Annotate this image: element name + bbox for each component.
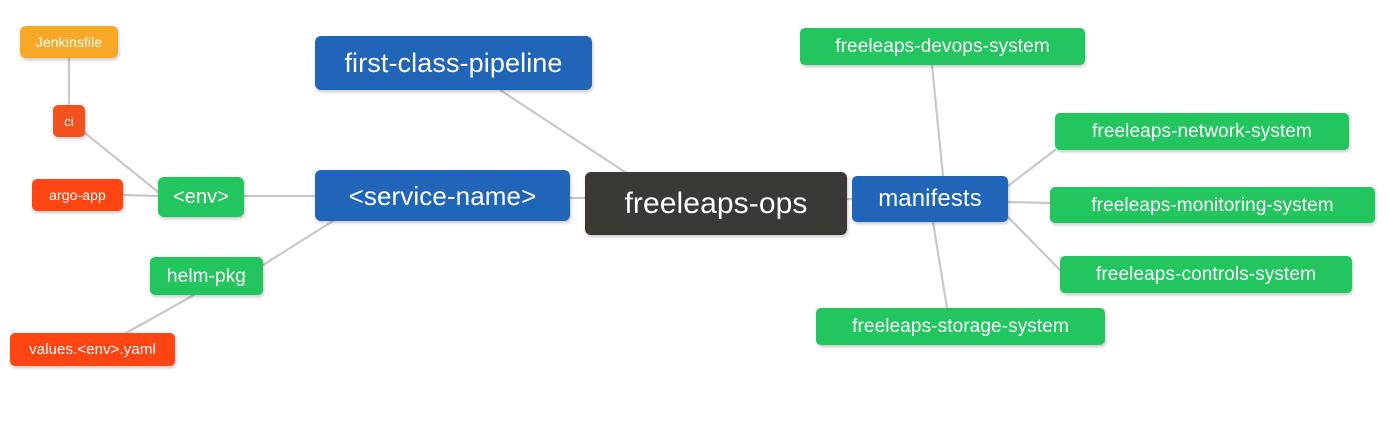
edge-monitoring-manifests xyxy=(1006,200,1052,205)
node-freeleaps-controls-system[interactable]: freeleaps-controls-system xyxy=(1060,256,1352,293)
node-freeleaps-controls-system-label: freeleaps-controls-system xyxy=(1095,264,1317,285)
edge-devops-manifests xyxy=(930,63,945,178)
edge-firstclasspipeline-freeleapsops xyxy=(498,88,627,174)
node-freeleaps-network-system-label: freeleaps-network-system xyxy=(1092,121,1312,142)
edge-valuesyaml-helmpkg xyxy=(124,293,196,335)
node-freeleaps-monitoring-system[interactable]: freeleaps-monitoring-system xyxy=(1050,187,1375,223)
edge-storage-manifests xyxy=(931,220,949,310)
node-first-class-pipeline-label: first-class-pipeline xyxy=(344,47,563,78)
node-helm-pkg-label: helm-pkg xyxy=(167,265,246,287)
node-service-name[interactable]: <service-name> xyxy=(315,170,570,221)
node-manifests-label: manifests xyxy=(878,185,982,212)
node-freeleaps-storage-system-label: freeleaps-storage-system xyxy=(852,316,1069,337)
node-first-class-pipeline[interactable]: first-class-pipeline xyxy=(315,36,592,90)
node-manifests[interactable]: manifests xyxy=(852,176,1008,222)
edge-network-manifests xyxy=(1006,148,1057,188)
node-values-yaml[interactable]: values.<env>.yaml xyxy=(10,333,175,366)
edge-argoapp-env xyxy=(121,193,160,198)
node-ci[interactable]: ci xyxy=(53,105,85,137)
node-env[interactable]: <env> xyxy=(158,177,244,217)
node-env-label: <env> xyxy=(172,186,230,208)
edge-helmpkg-servicename xyxy=(261,219,335,267)
node-freeleaps-monitoring-system-label: freeleaps-monitoring-system xyxy=(1091,194,1334,216)
node-service-name-label: <service-name> xyxy=(348,180,537,211)
node-jenkinsfile[interactable]: Jenkinsfile xyxy=(20,26,118,58)
node-values-yaml-label: values.<env>.yaml xyxy=(29,341,156,358)
node-freeleaps-ops-label: freeleaps-ops xyxy=(624,186,808,220)
node-freeleaps-storage-system[interactable]: freeleaps-storage-system xyxy=(816,308,1105,345)
node-freeleaps-network-system[interactable]: freeleaps-network-system xyxy=(1055,113,1349,150)
node-ci-label: ci xyxy=(64,113,74,129)
edge-controls-manifests xyxy=(1006,215,1062,272)
node-freeleaps-devops-system[interactable]: freeleaps-devops-system xyxy=(800,28,1085,65)
node-freeleaps-devops-system-label: freeleaps-devops-system xyxy=(835,36,1050,57)
node-argo-app-label: argo-app xyxy=(49,187,106,203)
node-helm-pkg[interactable]: helm-pkg xyxy=(150,257,263,295)
node-jenkinsfile-label: Jenkinsfile xyxy=(35,34,103,50)
node-freeleaps-ops[interactable]: freeleaps-ops xyxy=(585,172,847,235)
node-argo-app[interactable]: argo-app xyxy=(32,179,123,211)
